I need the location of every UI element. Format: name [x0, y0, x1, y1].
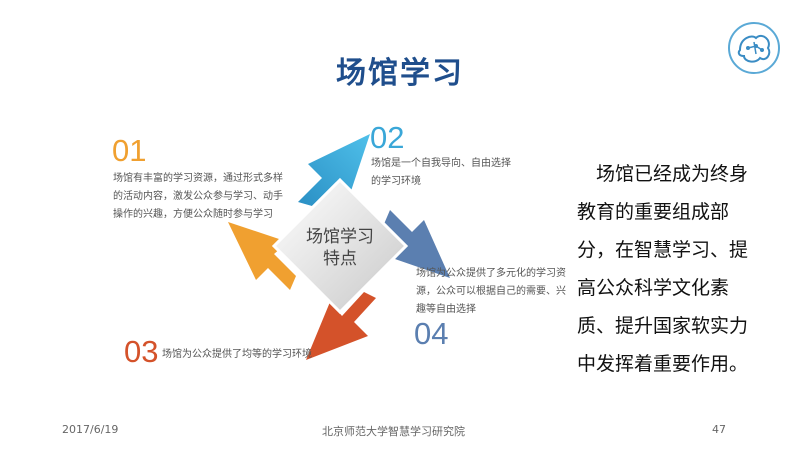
arrow-02 — [298, 134, 370, 206]
arrow-03 — [306, 292, 376, 360]
footer-date: 2017/6/19 — [62, 423, 119, 436]
footer-page-number: 47 — [712, 423, 726, 436]
item-04-text: 场馆为公众提供了多元化的学习资源，公众可以根据自己的需要、兴趣等自由选择 — [416, 268, 566, 315]
center-diamond — [271, 177, 409, 315]
item-01-number: 01 — [112, 133, 147, 168]
footer-organization: 北京师范大学智慧学习研究院 — [322, 425, 465, 438]
slide-title: 场馆学习 — [336, 56, 464, 91]
item-01-text: 场馆有丰富的学习资源，通过形式多样的活动内容，激发公众参与学习、动手操作的兴趣，… — [113, 173, 283, 220]
item-02-number: 02 — [370, 120, 405, 155]
arrow-04 — [384, 210, 450, 278]
item-04-number: 04 — [414, 316, 449, 351]
item-03-number: 03 — [124, 334, 159, 369]
brain-logo-icon — [728, 22, 780, 74]
item-02-text: 场馆是一个自我导向、自由选择的学习环境 — [371, 158, 511, 187]
center-label-line2: 特点 — [323, 249, 357, 269]
features-diagram: 场馆学习 特点 — [228, 134, 450, 360]
side-paragraph: 场馆已经成为终身 教育的重要组成部 分，在智慧学习、提 高公众科学文化素 质、提… — [577, 163, 749, 375]
center-label-line1: 场馆学习 — [306, 227, 374, 247]
item-03-text: 场馆为公众提供了均等的学习环境 — [162, 349, 312, 360]
